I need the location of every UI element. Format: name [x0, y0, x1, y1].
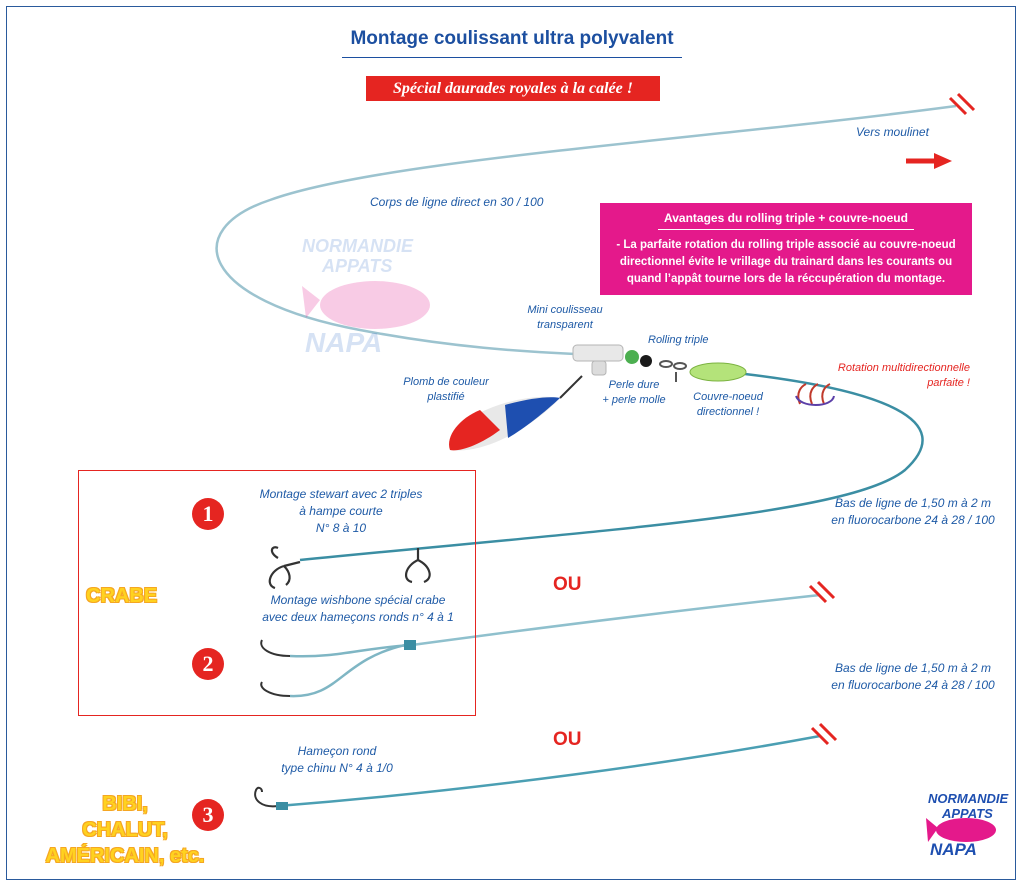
rolling-triple-swivel [659, 360, 687, 382]
hard-bead [640, 355, 652, 367]
leader-line-1 [299, 372, 924, 562]
brand-logo: NORMANDIE APPATS NAPA [926, 791, 1008, 859]
soft-bead [625, 350, 639, 364]
number-badge-3: 3 [192, 799, 224, 831]
montage-3-description: Hameçon rond type chinu N° 4 à 1/0 [281, 744, 393, 775]
ou-separator-2: OU [553, 729, 582, 750]
cut-mark-top [948, 92, 976, 116]
bait-other: BIBI, CHALUT, AMÉRICAIN, etc. [45, 793, 205, 867]
svg-text:NORMANDIE: NORMANDIE [302, 236, 414, 256]
wishbone-rig [260, 639, 416, 698]
number-badge-2: 2 [192, 648, 224, 680]
label-mini-coulisseau: Mini coulisseau transparent [527, 304, 603, 331]
label-couvre-noeud: Couvre-noeud directionnel ! [693, 391, 763, 418]
rotation-arrows-icon [795, 383, 835, 406]
mini-slider [572, 344, 624, 376]
label-perle: Perle dure + perle molle [602, 379, 666, 406]
advantages-divider [658, 229, 914, 230]
advantages-box: Avantages du rolling triple + couvre-noe… [600, 203, 972, 295]
cut-mark-3 [810, 722, 838, 746]
direction-arrow-icon [906, 153, 952, 169]
svg-text:NORMANDIE: NORMANDIE [928, 791, 1008, 806]
number-badge-1: 1 [192, 498, 224, 530]
leader-line-3 [277, 734, 821, 808]
watermark-logo: NORMANDIE APPATS NAPA [302, 236, 430, 358]
svg-text:APPATS: APPATS [941, 806, 993, 821]
montage-2-description: Montage wishbone spécial crabe avec deux… [262, 593, 454, 624]
leader-line-2 [411, 593, 821, 647]
circle-hook-3 [254, 786, 279, 808]
label-vers-moulinet: Vers moulinet [856, 125, 929, 139]
page-title: Montage coulissant ultra polyvalent [350, 28, 674, 49]
svg-text:NAPA: NAPA [930, 840, 977, 859]
montage-1-description: Montage stewart avec 2 triples à hampe c… [259, 487, 423, 535]
label-corps-de-ligne: Corps de ligne direct en 30 / 100 [370, 195, 544, 209]
advantages-text: - La parfaite rotation du rolling triple… [616, 239, 956, 285]
title-underline [342, 57, 682, 58]
label-plomb: Plomb de couleur plastifié [403, 376, 489, 403]
bait-crabe: CRABE [86, 585, 158, 607]
crabe-group-box [78, 470, 476, 716]
special-banner: Spécial daurades royales à la calée ! [366, 76, 660, 101]
treble-hook-right [404, 548, 431, 584]
knot-cover [689, 362, 747, 382]
svg-text:NAPA: NAPA [305, 327, 382, 358]
ou-separator-1: OU [553, 574, 582, 595]
diagram-frame [6, 6, 1016, 880]
treble-hook-left [268, 546, 301, 590]
cut-mark-2 [808, 580, 836, 604]
main-line [215, 104, 957, 357]
advantages-heading: Avantages du rolling triple + couvre-noe… [664, 211, 908, 225]
label-rolling-triple: Rolling triple [648, 334, 709, 346]
label-bas-de-ligne-1: Bas de ligne de 1,50 m à 2 m en fluoroca… [831, 496, 995, 527]
lead-weight [449, 375, 583, 451]
svg-text:APPATS: APPATS [321, 256, 392, 276]
label-rotation: Rotation multidirectionnelle parfaite ! [837, 362, 970, 389]
label-bas-de-ligne-2: Bas de ligne de 1,50 m à 2 m en fluoroca… [831, 661, 995, 692]
